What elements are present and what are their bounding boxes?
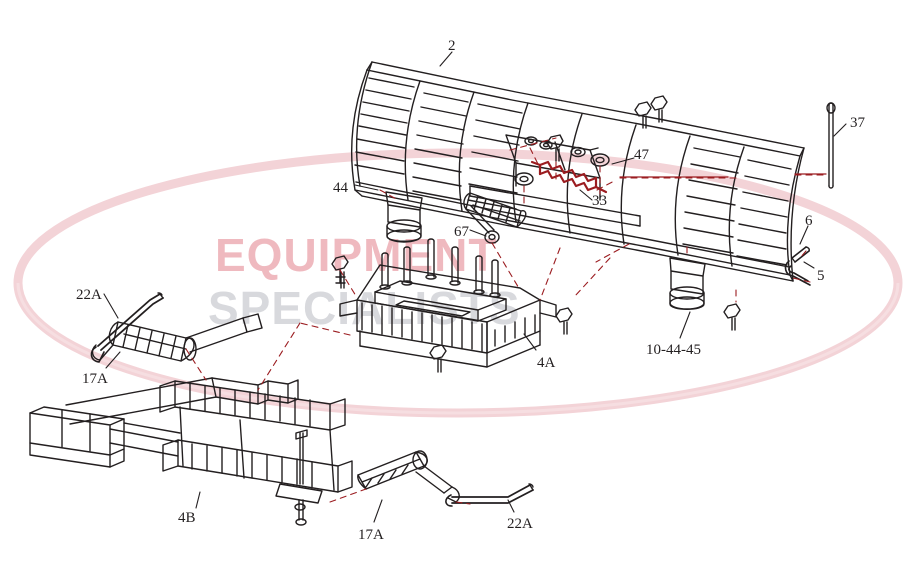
callout-22a-bottom: 22A: [507, 516, 533, 532]
callout-67: 67: [454, 224, 469, 240]
callout-44: 44: [333, 180, 348, 196]
callout-2: 2: [448, 38, 456, 54]
callout-4a: 4A: [537, 355, 556, 371]
callout-33: 33: [592, 193, 607, 209]
callout-47: 47: [634, 147, 649, 163]
callout-37: 37: [850, 115, 865, 131]
callout-4b: 4B: [178, 510, 196, 526]
callout-22a-top: 22A: [76, 287, 102, 303]
callout-17a-top: 17A: [82, 371, 108, 387]
callout-5: 5: [817, 268, 825, 284]
callout-10-44-45: 10-44-45: [646, 342, 701, 358]
callout-17a-bottom: 17A: [358, 527, 384, 543]
callout-6: 6: [805, 213, 813, 229]
